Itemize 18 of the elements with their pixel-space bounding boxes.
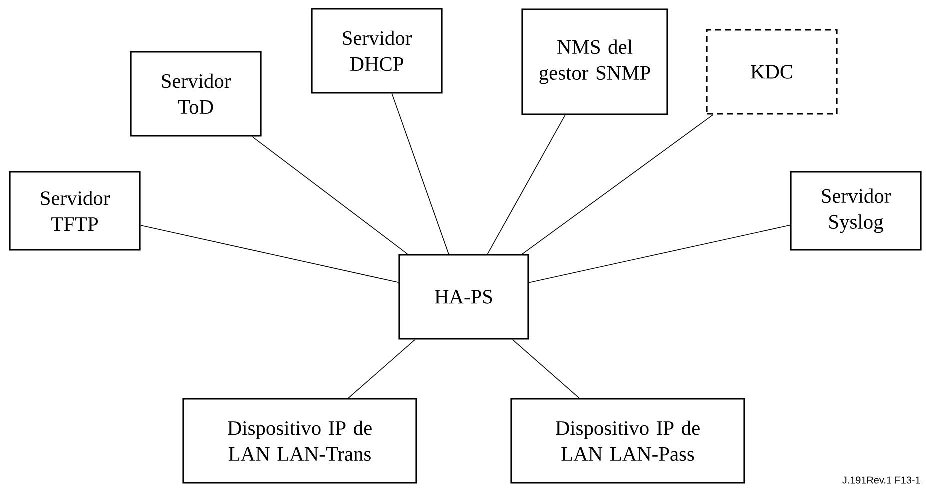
connector-line — [392, 93, 450, 255]
connector-line — [487, 114, 566, 255]
hub-box: HA-PS — [398, 254, 530, 340]
figure-number: J.191Rev.1 F13-1 — [842, 476, 920, 484]
connector-line — [140, 225, 400, 284]
connector-line — [528, 224, 791, 284]
connector-line — [522, 114, 714, 255]
connector-line — [348, 339, 416, 399]
server-box: KDC — [706, 29, 838, 115]
server-box: Servidor ToD — [130, 51, 262, 137]
connector-line — [512, 339, 580, 399]
server-box: Servidor DHCP — [311, 8, 443, 94]
server-box: Dispositivo IP de LAN LAN-Pass — [510, 398, 746, 484]
server-box: Servidor Syslog — [790, 171, 922, 251]
server-box: Dispositivo IP de LAN LAN-Trans — [182, 398, 418, 484]
connector-line — [252, 136, 408, 255]
server-box: Servidor TFTP — [9, 171, 141, 251]
server-box: NMS del gestor SNMP — [522, 8, 668, 116]
